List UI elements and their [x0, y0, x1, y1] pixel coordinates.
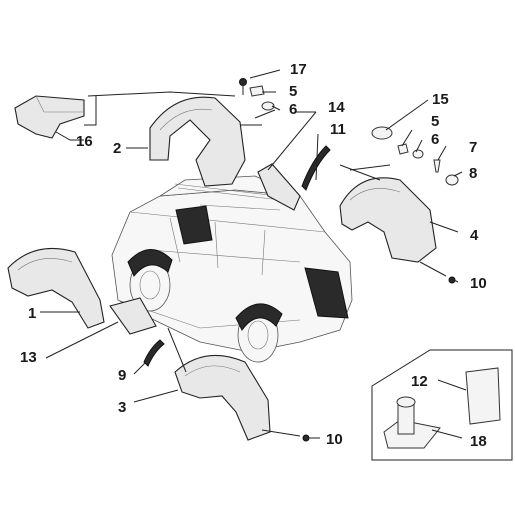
callout-18: 18: [470, 433, 487, 450]
fastener-5-right: [397, 143, 409, 155]
callout-5-right: 5: [431, 113, 439, 130]
fastener-7: [433, 159, 441, 173]
callout-3: 3: [118, 399, 126, 416]
part-2: [149, 96, 246, 187]
fastener-17: [239, 78, 247, 95]
callout-13: 13: [20, 349, 37, 366]
fastener-6-right: [412, 149, 424, 159]
callout-labels: 17 5 6 16 2 14 11 15 5 6 7 8 4 10 1 13 9…: [20, 61, 487, 450]
part-1: [7, 247, 105, 329]
callout-12: 12: [411, 373, 428, 390]
leader-lines: [40, 69, 467, 439]
callout-2: 2: [113, 140, 121, 157]
callout-11: 11: [330, 121, 346, 138]
callout-9: 9: [118, 367, 126, 384]
fastener-15: [371, 126, 393, 140]
vehicle-illustration: [111, 175, 353, 363]
part-4: [339, 177, 437, 263]
part-13: [109, 297, 157, 335]
callout-16: 16: [76, 133, 93, 150]
callout-5-top: 5: [289, 83, 297, 100]
fastener-6-top: [261, 101, 275, 111]
callout-7: 7: [469, 139, 477, 156]
callout-6-right: 6: [431, 131, 439, 148]
callout-14: 14: [328, 99, 345, 116]
callout-10-bottom: 10: [326, 431, 343, 448]
callout-10-right: 10: [470, 275, 487, 292]
fastener-8: [445, 174, 459, 186]
part-3: [174, 355, 271, 441]
fastener-5-top: [249, 85, 265, 97]
callout-4: 4: [470, 227, 479, 244]
callout-17: 17: [290, 61, 307, 78]
callout-15: 15: [432, 91, 449, 108]
callout-6-top: 6: [289, 101, 297, 118]
part-16: [14, 95, 85, 139]
part-14: [257, 163, 301, 211]
callout-8: 8: [469, 165, 477, 182]
callout-1: 1: [28, 305, 36, 322]
inset-12-18: [371, 349, 513, 461]
part-9: [143, 339, 165, 367]
part-11: [301, 145, 331, 191]
